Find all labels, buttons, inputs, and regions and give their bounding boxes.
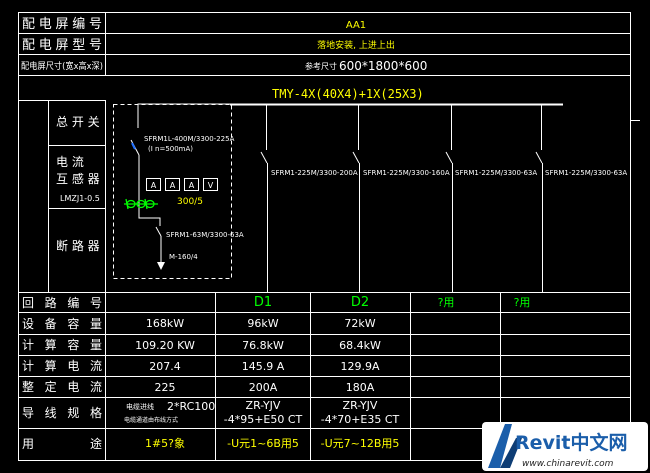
main-breaker-blade-accent xyxy=(131,142,136,150)
meter-ammeter-1: A xyxy=(151,181,157,190)
meter-box xyxy=(184,178,199,191)
panel-number-label: 配 电 屏 编 号 xyxy=(22,17,102,32)
ct-label-line2: 互 感 器 xyxy=(56,171,100,186)
main-breaker-model: SFRM1L-400M/3300-225A xyxy=(144,135,235,143)
ct-ratio: 300/5 xyxy=(177,197,203,207)
cell-set-current-d1: 200A xyxy=(249,381,278,394)
cell-cable-incoming-method: 电缆通道由布线方式 xyxy=(124,416,178,424)
feeder-4-breaker: SFRM1-225M/3300-63A xyxy=(545,169,627,177)
sub-panel-label: M-160/4 xyxy=(169,253,198,261)
cell-usage-d1: -U元1~6B用5 xyxy=(227,437,299,450)
cell-cable-incoming-conduit: 2*RC100 xyxy=(167,400,215,413)
cell-installed-total: 168kW xyxy=(146,317,184,330)
ct-label-line1: 电 流 xyxy=(56,155,84,169)
panel-model-value: 落地安装, 上进上出 xyxy=(317,39,395,51)
cell-installed-d2: 72kW xyxy=(344,317,375,330)
meter-ammeter-3: A xyxy=(189,181,195,190)
row-label-calculated-capacity: 计 算 容 量 xyxy=(22,337,102,352)
cell-circuit-d1: D1 xyxy=(254,295,272,310)
feeder-4 xyxy=(535,104,543,292)
sub-breaker-feed xyxy=(138,212,161,226)
cell-calc-current-total: 207.4 xyxy=(149,360,181,373)
feeder-2 xyxy=(352,104,360,292)
feeder-3-breaker: SFRM1-225M/3300-63A xyxy=(455,169,537,177)
watermark-brand: Revit中文网 xyxy=(515,431,628,454)
cell-cable-d1-line1: ZR-YJV xyxy=(246,399,281,412)
row-label-usage: 用 途 xyxy=(22,436,102,451)
meter-voltmeter: V xyxy=(208,181,214,190)
cell-cable-d1-line2: -4*95+E50 CT xyxy=(224,413,303,426)
feeder-3 xyxy=(445,104,453,292)
meter-box xyxy=(146,178,161,191)
left-labels: 总 开 关 电 流 互 感 器 LMZJ1-0.5 断 路 器 xyxy=(56,115,100,253)
cell-cable-d2-line2: -4*70+E35 CT xyxy=(321,413,400,426)
cell-circuit-d2: D2 xyxy=(351,295,369,310)
row-label-installed-capacity: 设 备 容 量 xyxy=(22,316,102,331)
main-breaker-rating: (I n=500mA) xyxy=(148,145,193,153)
cell-set-current-total: 225 xyxy=(155,381,176,394)
panel-number-value: AA1 xyxy=(346,20,366,31)
panel-size-prefix: 参考尺寸 xyxy=(305,61,337,71)
meter-ammeter-2: A xyxy=(170,181,176,190)
cell-cable-incoming-label: 电缆进线 xyxy=(126,402,154,411)
panel-model-label: 配 电 屏 型 号 xyxy=(22,38,102,53)
feeder-1-breaker: SFRM1-225M/3300-200A xyxy=(271,169,358,177)
cell-set-current-d2: 180A xyxy=(346,381,375,394)
meter-group: A A A V xyxy=(146,178,218,191)
sub-breaker-blade xyxy=(155,226,162,237)
single-line-diagram: TMY-4X(40X4)+1X(25X3) SFRM1L-400M/3300-2… xyxy=(113,87,627,292)
watermark-url: www.chinarevit.com xyxy=(522,459,614,469)
panel-size-value: 600*1800*600 xyxy=(339,59,427,73)
current-transformer-icon xyxy=(124,198,158,210)
watermark: Revit中文网 www.chinarevit.com xyxy=(482,422,648,471)
cell-cable-d2-line1: ZR-YJV xyxy=(343,399,378,412)
cell-usage-total: 1#5?象 xyxy=(145,437,185,450)
cell-calc-capacity-total: 109.20 KW xyxy=(135,339,195,352)
row-label-cable-spec: 导 线 规 格 xyxy=(22,405,102,420)
watermark-background xyxy=(482,422,648,471)
meter-box xyxy=(165,178,180,191)
breaker-label: 断 路 器 xyxy=(56,238,100,253)
cell-calc-capacity-d1: 76.8kW xyxy=(242,339,284,352)
row-label-set-current: 整 定 电 流 xyxy=(22,379,102,394)
sub-panel-arrow-icon xyxy=(157,262,165,270)
busbar-label: TMY-4X(40X4)+1X(25X3) xyxy=(272,87,424,101)
cell-circuit-spare-1: ?用 xyxy=(438,296,455,309)
main-feed-line xyxy=(137,103,230,128)
header: 配 电 屏 编 号 AA1 配 电 屏 型 号 落地安装, 上进上出 配电屏尺寸… xyxy=(21,17,427,73)
feeder-2-breaker: SFRM1-225M/3300-160A xyxy=(363,169,450,177)
main-switch-label: 总 开 关 xyxy=(56,115,100,129)
frame xyxy=(18,12,640,461)
ct-model: LMZJ1-0.5 xyxy=(60,194,100,203)
row-label-circuit-number: 回 路 编 号 xyxy=(22,295,102,310)
circuit-table: 回 路 编 号 设 备 容 量 计 算 容 量 计 算 电 流 整 定 电 流 … xyxy=(22,295,530,451)
panel-size-label: 配电屏尺寸(宽x高x深) xyxy=(21,60,103,72)
cell-calc-capacity-d2: 68.4kW xyxy=(339,339,381,352)
cell-calc-current-d1: 145.9 A xyxy=(242,360,285,373)
cell-installed-d1: 96kW xyxy=(247,317,278,330)
revit-logo-icon xyxy=(488,424,522,468)
row-label-calculated-current: 计 算 电 流 xyxy=(22,358,102,373)
meter-box xyxy=(203,178,218,191)
sub-breaker-model: SFRM1-63M/3300-63A xyxy=(166,231,244,239)
feeder-1 xyxy=(260,104,268,292)
cell-usage-d2: -U元7~12B用5 xyxy=(321,437,400,450)
cell-circuit-spare-2: ?用 xyxy=(514,296,531,309)
cell-calc-current-d2: 129.9A xyxy=(340,360,379,373)
